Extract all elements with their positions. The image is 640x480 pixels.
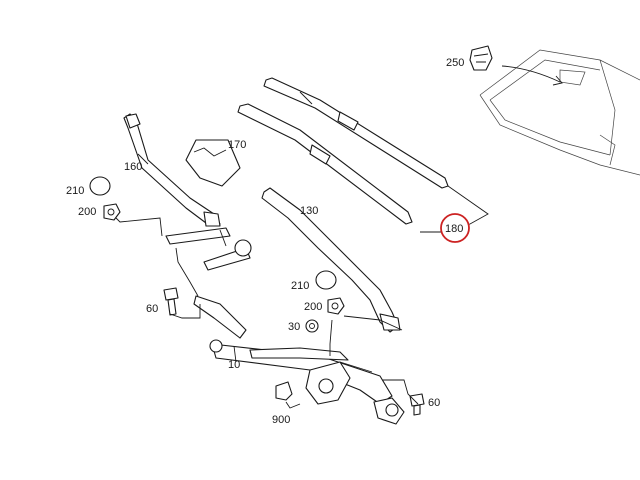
cover-part[interactable] xyxy=(185,139,241,187)
nut-200-right[interactable] xyxy=(327,297,345,315)
label-180: 180 xyxy=(445,223,463,235)
wiper-linkage-assembly[interactable] xyxy=(165,227,405,425)
label-900: 900 xyxy=(272,414,290,426)
label-210-left: 210 xyxy=(66,185,84,197)
nut-30[interactable] xyxy=(305,319,319,333)
cap-210-right[interactable] xyxy=(315,270,337,290)
bolt-60-right[interactable] xyxy=(409,393,425,416)
label-10: 10 xyxy=(228,359,240,371)
label-130: 130 xyxy=(300,205,318,217)
label-60-left: 60 xyxy=(146,303,158,315)
label-160: 160 xyxy=(124,161,142,173)
clip-900[interactable] xyxy=(275,381,293,401)
label-210-right: 210 xyxy=(291,280,309,292)
wiper-arm-left[interactable] xyxy=(123,113,221,227)
car-windshield-inset xyxy=(479,49,640,176)
label-60-right: 60 xyxy=(428,397,440,409)
label-200-left: 200 xyxy=(78,206,96,218)
label-250: 250 xyxy=(446,57,464,69)
wiper-blade-lower[interactable] xyxy=(237,103,413,225)
label-200-right: 200 xyxy=(304,301,322,313)
bolt-60-left[interactable] xyxy=(163,287,179,316)
wiper-blade-upper[interactable] xyxy=(263,77,449,189)
highlight-circle-180 xyxy=(440,213,470,243)
rain-sensor-part[interactable] xyxy=(469,45,563,86)
wiper-arm-right[interactable] xyxy=(261,187,401,333)
nut-200-left[interactable] xyxy=(103,203,121,221)
cap-210-left[interactable] xyxy=(89,176,111,196)
label-170: 170 xyxy=(228,139,246,151)
label-30: 30 xyxy=(288,321,300,333)
